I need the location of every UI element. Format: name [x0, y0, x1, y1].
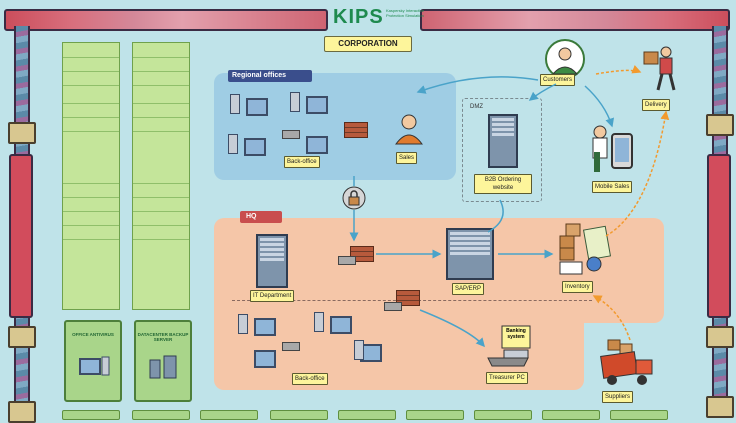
sap-erp-server-icon[interactable] — [446, 228, 494, 280]
delivery-label: Delivery — [642, 99, 670, 111]
mobile-sales-label: Mobile Sales — [592, 181, 633, 193]
treasurer-pc-icon[interactable] — [484, 324, 532, 368]
b2b-ordering-label: B2B Ordering website — [474, 174, 532, 194]
hq-firewall-upper-icon[interactable] — [350, 246, 374, 262]
hq-header: HQ — [240, 211, 282, 223]
customers-icon[interactable] — [544, 38, 586, 80]
dmz-zone — [462, 98, 542, 202]
inventory-icon[interactable] — [556, 222, 618, 278]
treasurer-pc-label: Treasurer PC — [486, 372, 528, 384]
office-antivirus-card[interactable]: OFFICE ANTIVIRUS — [64, 320, 122, 402]
sales-person-icon[interactable] — [392, 112, 426, 146]
right-pillar — [706, 26, 734, 418]
hq-firewall-lower-icon[interactable] — [396, 290, 420, 306]
top-banner-left — [4, 9, 328, 31]
backup-server-icon — [149, 355, 177, 379]
datacenter-backup-title: DATACENTER BACKUP SERVER — [137, 332, 189, 342]
it-department-server-icon[interactable] — [256, 234, 288, 288]
banking-system-text: Banking system — [506, 328, 526, 340]
dmz-label: DMZ — [470, 104, 483, 110]
card-column-right[interactable] — [132, 42, 190, 310]
b2b-web-server-icon[interactable] — [488, 114, 518, 168]
kips-logo: KIPS — [333, 6, 384, 28]
hq-back-office-label: Back-office — [292, 373, 328, 385]
suppliers-truck-icon[interactable] — [598, 338, 658, 392]
left-pillar — [8, 26, 36, 423]
antivirus-icon — [79, 356, 110, 376]
kips-logo-subtitle: Kaspersky Interactive Protection Simulat… — [386, 8, 425, 18]
top-banner-right — [420, 9, 730, 31]
suppliers-label: Suppliers — [602, 391, 634, 403]
regional-offices-header: Regional offices — [228, 70, 312, 82]
regional-back-office-label: Back-office — [284, 156, 320, 168]
regional-firewall-icon[interactable] — [344, 122, 368, 138]
card-column-left[interactable] — [62, 42, 120, 310]
sap-erp-label: SAP/ERP — [452, 283, 485, 295]
office-antivirus-title: OFFICE ANTIVIRUS — [72, 332, 114, 337]
vpn-lock-icon[interactable] — [342, 186, 366, 210]
hq-switch-lower-icon[interactable] — [384, 302, 402, 311]
datacenter-backup-card[interactable]: DATACENTER BACKUP SERVER — [134, 320, 192, 402]
corporation-label[interactable]: CORPORATION — [324, 36, 412, 52]
customers-label: Customers — [540, 74, 576, 86]
sales-label: Sales — [396, 152, 418, 164]
inventory-label: Inventory — [562, 281, 593, 293]
it-department-label: IT Department — [250, 290, 295, 302]
hq-switch-upper-icon[interactable] — [338, 256, 356, 265]
mobile-sales-icon[interactable] — [586, 124, 638, 176]
delivery-person-icon[interactable] — [640, 44, 680, 92]
